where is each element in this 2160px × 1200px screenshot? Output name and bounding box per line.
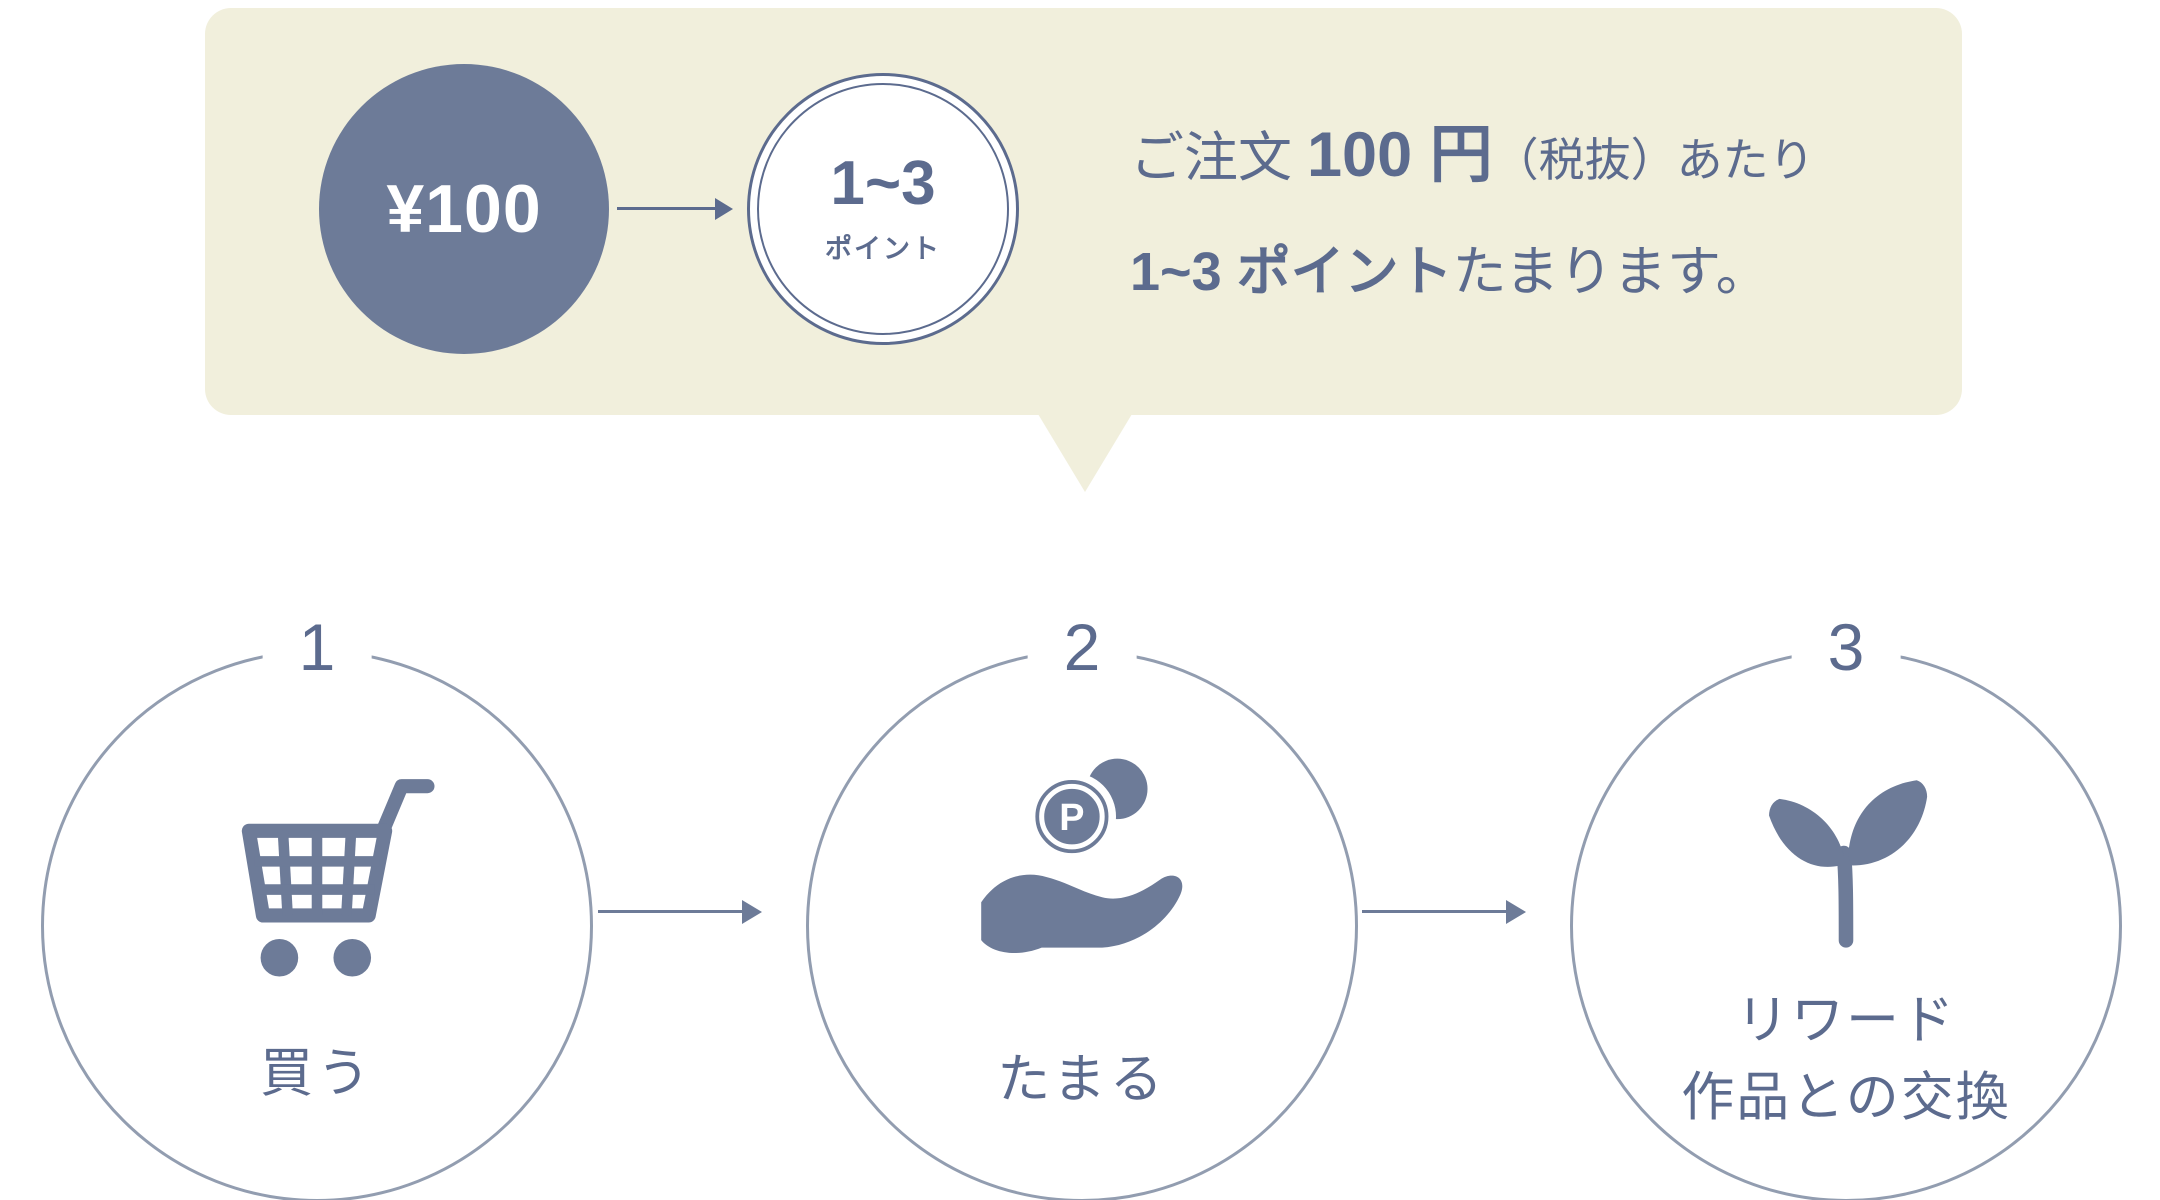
price-label: ¥100 bbox=[386, 171, 542, 247]
step-number: 3 bbox=[1791, 603, 1901, 693]
price-circle: ¥100 bbox=[319, 64, 609, 354]
arrow-head bbox=[742, 900, 762, 924]
step-buy: 1 買う bbox=[41, 603, 593, 1200]
points-unit: ポイント bbox=[825, 233, 941, 264]
shopping-cart-icon bbox=[200, 758, 435, 993]
bubble-text: ご注文 100 円（税抜）あたり 1~3 ポイントたまります。 bbox=[1130, 124, 1815, 300]
coin-letter: P bbox=[1059, 797, 1084, 839]
points-value: 1~3 bbox=[830, 148, 936, 218]
arrow-right-icon bbox=[1362, 898, 1534, 926]
arrow-head bbox=[715, 198, 733, 220]
arrow-line bbox=[598, 910, 744, 913]
line1-post: （税抜）あたり bbox=[1492, 134, 1815, 186]
line1-strong: 100 円 bbox=[1307, 120, 1493, 190]
step-label: リワード 作品との交換 bbox=[1573, 983, 2119, 1137]
step-redeem: 3 リワード 作品との交換 bbox=[1570, 603, 2122, 1200]
step-number: 1 bbox=[262, 603, 372, 693]
arrow-right-icon bbox=[598, 898, 770, 926]
hand-coins-icon: P bbox=[956, 741, 1208, 993]
line2-post: たまります。 bbox=[1452, 242, 1770, 302]
line1-pre: ご注文 bbox=[1130, 128, 1308, 188]
line2-strong: 1~3 ポイント bbox=[1130, 242, 1453, 302]
bubble-text-line1: ご注文 100 円（税抜）あたり bbox=[1130, 124, 1815, 187]
step-number: 2 bbox=[1027, 603, 1137, 693]
step-label: 買う bbox=[44, 1031, 590, 1107]
arrow-line bbox=[617, 207, 717, 210]
step-label-text: 買う bbox=[260, 1044, 374, 1103]
arrow-right-icon bbox=[617, 194, 742, 224]
points-info-bubble: ¥100 1~3 ポイント ご注文 100 円（税抜）あたり 1~3 ポイントた… bbox=[205, 8, 1962, 492]
arrow-head bbox=[1506, 900, 1526, 924]
arrow-line bbox=[1362, 910, 1508, 913]
bubble-text-line2: 1~3 ポイントたまります。 bbox=[1130, 245, 1815, 299]
points-circle: 1~3 ポイント bbox=[747, 73, 1019, 345]
step-label-text: たまる bbox=[997, 1050, 1167, 1109]
step-label: たまる bbox=[809, 1037, 1355, 1113]
points-inner-ring: 1~3 ポイント bbox=[757, 83, 1009, 335]
step-earn: 2 P たまる bbox=[806, 603, 1358, 1200]
step-label-text-line1: リワード bbox=[1736, 991, 1956, 1050]
step-label-text-line2: 作品との交換 bbox=[1681, 1067, 2011, 1127]
sprout-icon bbox=[1742, 749, 1950, 957]
bubble-pointer bbox=[1038, 414, 1132, 492]
